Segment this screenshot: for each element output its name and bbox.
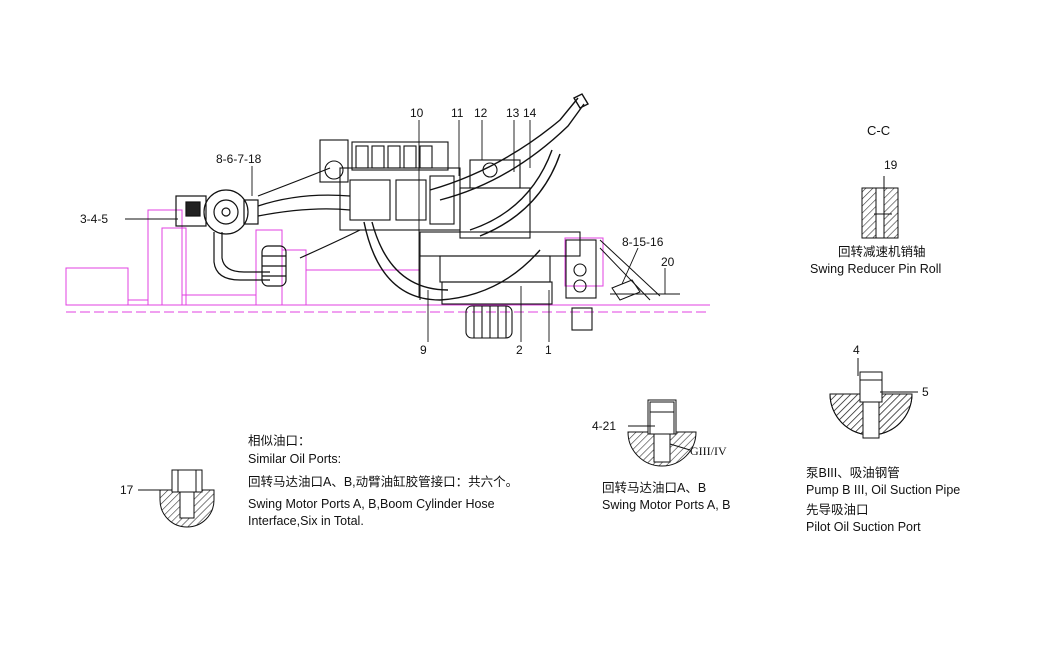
callout-8-6-7-18: 8-6-7-18 bbox=[216, 152, 262, 166]
callout-13: 13 bbox=[506, 106, 520, 120]
magenta-reference-geometry bbox=[65, 209, 710, 313]
section-cc-title: C-C bbox=[867, 123, 891, 138]
callout-12: 12 bbox=[474, 106, 488, 120]
swing-port-section bbox=[627, 399, 697, 467]
similar-ports-heading-cn: 相似油口： bbox=[248, 434, 311, 448]
pump-port-line2-cn: 先导吸油口 bbox=[806, 503, 869, 517]
callout-leaders bbox=[125, 120, 666, 342]
pump-suction-port-section bbox=[829, 358, 918, 439]
callout-10: 10 bbox=[410, 106, 424, 120]
pump-port-line2-en: Pilot Oil Suction Port bbox=[806, 520, 921, 534]
swing-ports-label-en: Swing Motor Ports A, B bbox=[602, 498, 731, 512]
callout-20: 20 bbox=[661, 255, 675, 269]
callout-9: 9 bbox=[420, 343, 427, 357]
pump-port-line1-en: Pump B III, Oil Suction Pipe bbox=[806, 483, 961, 497]
frame-lines bbox=[419, 232, 680, 301]
similar-ports-desc-en-1: Swing Motor Ports A, B,Boom Cylinder Hos… bbox=[248, 497, 495, 511]
swing-pinion-gear bbox=[465, 305, 513, 339]
main-pump bbox=[175, 189, 287, 287]
callout-14: 14 bbox=[523, 106, 537, 120]
callout-4-21: 4-21 bbox=[592, 419, 617, 433]
similar-ports-desc-en-2: Interface,Six in Total. bbox=[248, 514, 364, 528]
main-control-valve bbox=[319, 139, 461, 231]
callout-5: 5 bbox=[922, 385, 929, 399]
pump-port-line1-cn: 泵BIII、吸油钢管 bbox=[806, 466, 900, 480]
callout-8-15-16: 8-15-16 bbox=[622, 235, 664, 249]
pin-roll-section bbox=[861, 176, 899, 239]
pin-roll-label-en: Swing Reducer Pin Roll bbox=[810, 262, 942, 276]
similar-ports-desc-cn: 回转马达油口A、B,动臂油缸胶管接口：共六个。 bbox=[248, 475, 519, 489]
callout-19: 19 bbox=[884, 158, 898, 172]
thread-spec-label: GIII/IV bbox=[690, 444, 727, 458]
callout-1: 1 bbox=[545, 343, 552, 357]
similar-port-section bbox=[138, 469, 215, 528]
swing-hoses bbox=[363, 93, 589, 301]
swing-ports-label-cn: 回转马达油口A、B bbox=[602, 481, 707, 495]
callout-4: 4 bbox=[853, 343, 860, 357]
machine-top-view bbox=[65, 93, 710, 339]
callout-3-4-5: 3-4-5 bbox=[80, 212, 109, 226]
callout-11: 11 bbox=[451, 106, 464, 120]
similar-ports-heading-en: Similar Oil Ports: bbox=[248, 452, 342, 466]
callout-17: 17 bbox=[120, 483, 134, 497]
callout-2: 2 bbox=[516, 343, 523, 357]
pin-roll-label-cn: 回转减速机销轴 bbox=[838, 245, 926, 259]
